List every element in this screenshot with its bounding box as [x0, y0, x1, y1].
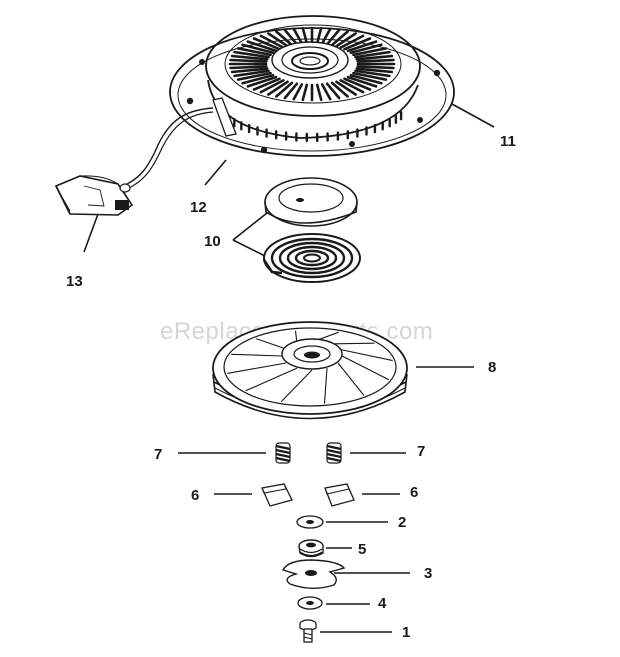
housing-vent-slot: [349, 43, 383, 55]
washer-lower[interactable]: [297, 596, 323, 610]
housing-vent-slot: [275, 30, 294, 47]
housing-vent-slot: [230, 54, 269, 61]
housing-vent-slot: [320, 27, 332, 45]
housing-vent-slot: [346, 75, 378, 88]
callout-6-right: 6: [410, 484, 418, 501]
housing-vent-slot: [355, 54, 394, 61]
housing-vent-slot: [252, 37, 281, 51]
housing-vent-slot: [229, 65, 268, 70]
housing-vent-slot: [252, 77, 281, 91]
callout-1: 1: [402, 624, 410, 641]
housing-vent-slot: [325, 28, 341, 46]
housing-vent-slot: [343, 77, 372, 91]
callout-3: 3: [424, 565, 432, 582]
housing-vent-slot: [339, 79, 365, 94]
pulley-spoke: [323, 368, 328, 404]
pulley-spoke: [341, 355, 390, 381]
housing-vent-slot: [315, 26, 323, 45]
callout-4: 4: [378, 595, 387, 612]
housing-vent-slot: [325, 82, 341, 100]
pulley-spoke: [227, 362, 287, 374]
pulley-spoke: [280, 369, 313, 403]
callout-12: 12: [190, 199, 207, 216]
housing-vent-slot: [292, 27, 304, 45]
housing-vent-slot: [267, 32, 289, 48]
housing-vent-slot: [354, 69, 391, 78]
housing-vent-slot: [246, 40, 278, 53]
housing-vent-slot: [335, 32, 357, 48]
housing-vent-slot: [236, 47, 272, 57]
pulley-spoke: [337, 348, 393, 362]
housing-vent-slot: [352, 47, 388, 57]
pulley-spoke: [245, 367, 298, 392]
callout-11: 11: [500, 133, 516, 150]
pulley-spoke: [337, 362, 365, 396]
spring-cup[interactable]: [264, 177, 358, 227]
housing-vent-slot: [355, 67, 394, 74]
leader-lines: [83, 103, 495, 633]
callout-10: 10: [204, 233, 221, 250]
housing-vent-slot: [349, 73, 383, 85]
housing-vent-slot: [343, 37, 372, 51]
housing-vent-slot: [230, 67, 269, 74]
callout-13: 13: [66, 273, 83, 290]
washer-upper[interactable]: [296, 515, 324, 529]
callout-5: 5: [358, 541, 366, 558]
housing-vent-slot: [233, 69, 270, 78]
starter-handle[interactable]: [54, 175, 134, 216]
housing-vent-slot: [354, 50, 391, 59]
pulley-spoke: [255, 338, 287, 350]
dog-spring-left[interactable]: [275, 442, 291, 464]
housing-vent-slot: [292, 83, 304, 101]
housing-vent-slot: [330, 81, 349, 98]
dog-spring-right[interactable]: [326, 442, 342, 464]
housing-vent-slot: [236, 71, 272, 81]
callout-2: 2: [398, 514, 406, 531]
housing-vent-slot: [275, 81, 294, 98]
housing-vent-slot: [241, 43, 275, 55]
starter-dog-left[interactable]: [261, 483, 293, 507]
starter-rope[interactable]: [124, 107, 214, 186]
housing-vent-slot: [283, 82, 299, 100]
callout-6-left: 6: [191, 487, 199, 504]
pulley-spoke: [231, 353, 283, 357]
housing-vent-slot: [320, 83, 332, 101]
recoil-spring[interactable]: [262, 233, 361, 283]
housing-vent-slot: [301, 83, 309, 102]
callout-7-left: 7: [154, 446, 162, 463]
housing-vent-slot: [352, 71, 388, 81]
housing-vent-slot: [229, 58, 268, 63]
housing-vent-slot: [330, 30, 349, 47]
housing-vent-slot: [246, 75, 278, 88]
housing-vent-slot: [267, 80, 289, 96]
center-screw[interactable]: [299, 619, 317, 643]
housing-vent-slot: [241, 73, 275, 85]
starter-pulley[interactable]: [212, 321, 408, 420]
housing-vent-slot: [356, 58, 395, 63]
housing-vent-slot: [259, 79, 285, 94]
callout-7-right: 7: [417, 443, 425, 460]
starter-housing[interactable]: [169, 15, 455, 157]
housing-vent-slot: [315, 83, 323, 102]
callout-8: 8: [488, 359, 496, 376]
housing-vent-slot: [356, 65, 395, 70]
retainer-plate[interactable]: [282, 559, 346, 589]
housing-vent-slot: [346, 40, 378, 53]
housing-vent-slot: [259, 34, 285, 49]
brake-spring[interactable]: [298, 539, 324, 558]
housing-vent-slot: [233, 50, 270, 59]
housing-vent-slot: [335, 80, 357, 96]
housing-vent-slot: [283, 28, 299, 46]
housing-vent-slot: [339, 34, 365, 49]
housing-vent-slot: [301, 26, 309, 45]
starter-dog-right[interactable]: [324, 483, 355, 507]
